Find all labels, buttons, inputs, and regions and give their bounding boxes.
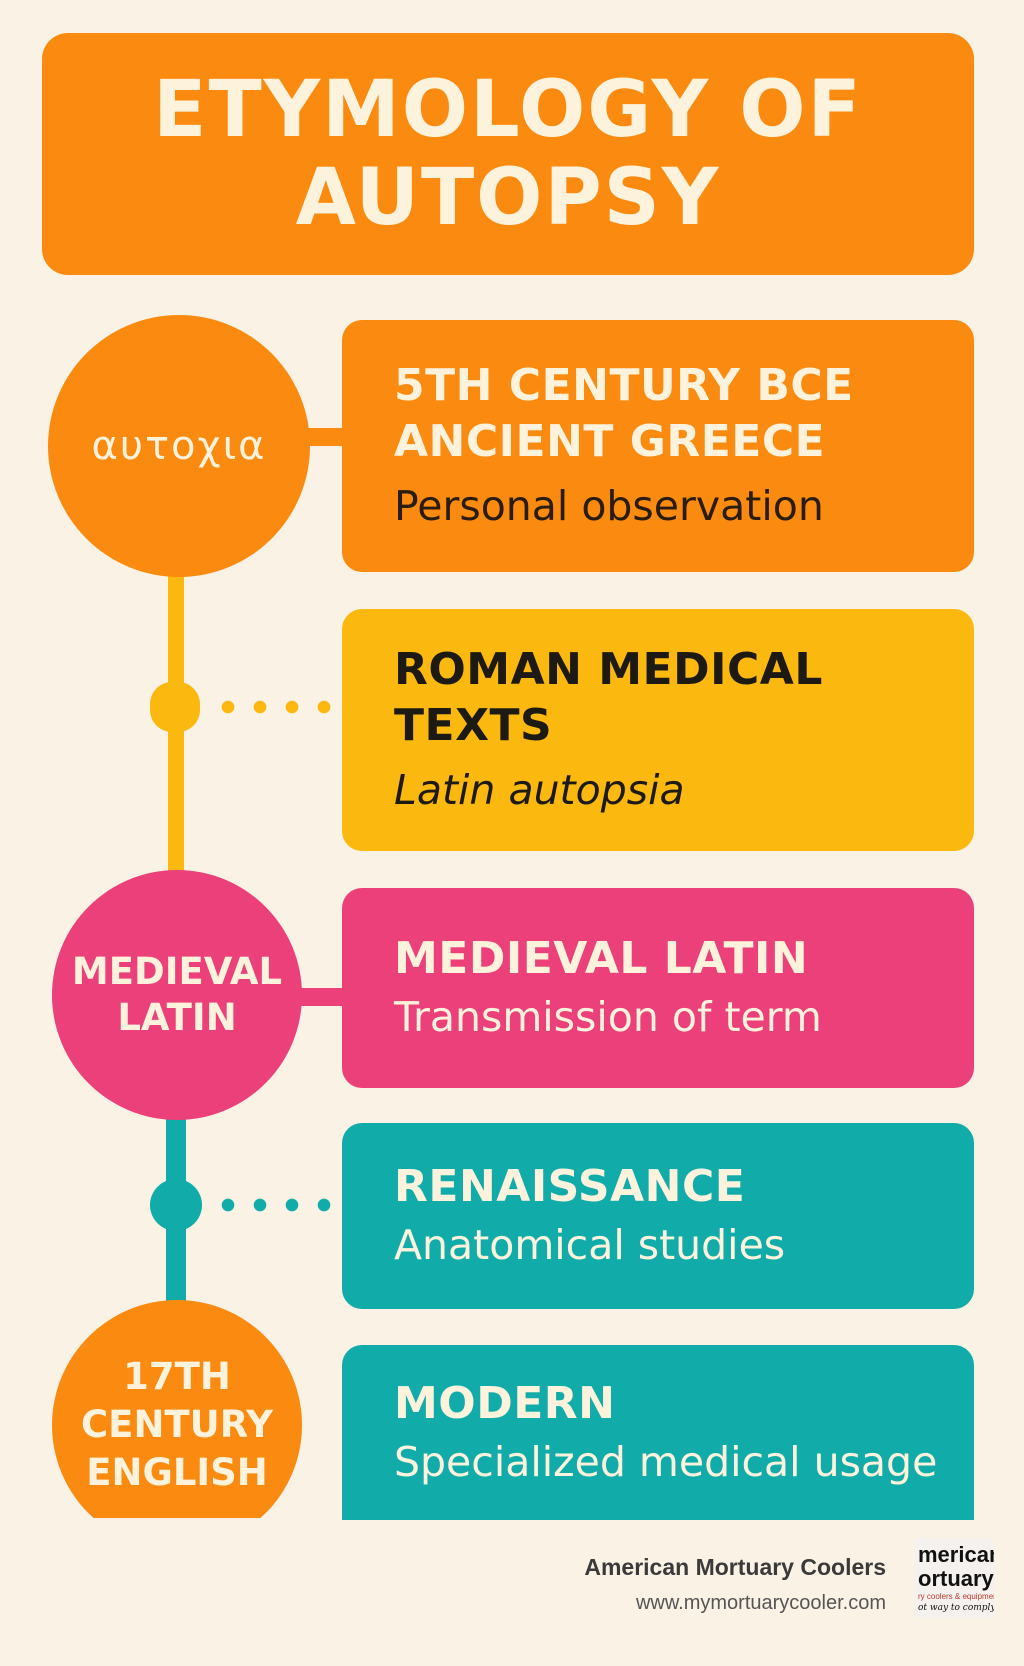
card-renaissance: RENAISSANCE Anatomical studies bbox=[342, 1123, 974, 1309]
card-description: Specialized medical usage bbox=[394, 1437, 938, 1486]
page-title: ETYMOLOGY OF AUTOPSY bbox=[153, 65, 863, 243]
circle-17th-century-english: 17TH CENTURY ENGLISH bbox=[52, 1300, 302, 1550]
company-url[interactable]: www.mymortuarycooler.com bbox=[635, 1592, 886, 1614]
card-title: ROMAN MEDICAL TEXTS bbox=[394, 644, 823, 751]
circle-label: αυτοχια bbox=[91, 423, 267, 469]
logo-text-line-3: ry coolers & equipment bbox=[918, 1592, 994, 1601]
card-title: 5TH CENTURY BCE ANCIENT GREECE bbox=[394, 360, 854, 467]
circle-greek-word: αυτοχια bbox=[48, 315, 310, 577]
circle-medieval-latin: MEDIEVAL LATIN bbox=[52, 870, 302, 1120]
connector-3 bbox=[300, 988, 344, 1006]
card-title: MODERN bbox=[394, 1377, 616, 1429]
card-description: Latin autopsia bbox=[394, 766, 685, 814]
logo-text-line-4: ot way to comply bbox=[918, 1603, 994, 1613]
card-ancient-greece: 5TH CENTURY BCE ANCIENT GREECE Personal … bbox=[342, 320, 974, 572]
card-description: Personal observation bbox=[394, 482, 824, 530]
card-roman-medical-texts: ROMAN MEDICAL TEXTS Latin autopsia bbox=[342, 609, 974, 851]
bottom-fade bbox=[0, 1518, 1024, 1558]
logo-text-line-1: merican bbox=[918, 1542, 994, 1567]
connector-1 bbox=[300, 428, 344, 446]
card-medieval-latin: MEDIEVAL LATIN Transmission of term bbox=[342, 888, 974, 1088]
dotted-leader-4 bbox=[212, 1197, 336, 1213]
company-logo: merican ortuary ry coolers & equipment o… bbox=[914, 1538, 994, 1618]
card-title: RENAISSANCE bbox=[394, 1161, 746, 1212]
card-modern: MODERN Specialized medical usage bbox=[342, 1345, 974, 1520]
company-name: American Mortuary Coolers bbox=[584, 1554, 886, 1580]
card-description: Anatomical studies bbox=[394, 1221, 786, 1269]
logo-text-line-2: ortuary bbox=[918, 1566, 994, 1591]
circle-label: MEDIEVAL LATIN bbox=[71, 950, 283, 1039]
card-description: Transmission of term bbox=[394, 993, 822, 1041]
milestone-dot-2 bbox=[150, 682, 200, 732]
card-title: MEDIEVAL LATIN bbox=[394, 933, 809, 984]
dotted-leader-2 bbox=[212, 699, 336, 715]
circle-label: 17TH CENTURY ENGLISH bbox=[81, 1355, 273, 1494]
milestone-dot-4 bbox=[150, 1179, 202, 1231]
title-banner: ETYMOLOGY OF AUTOPSY bbox=[42, 33, 974, 275]
